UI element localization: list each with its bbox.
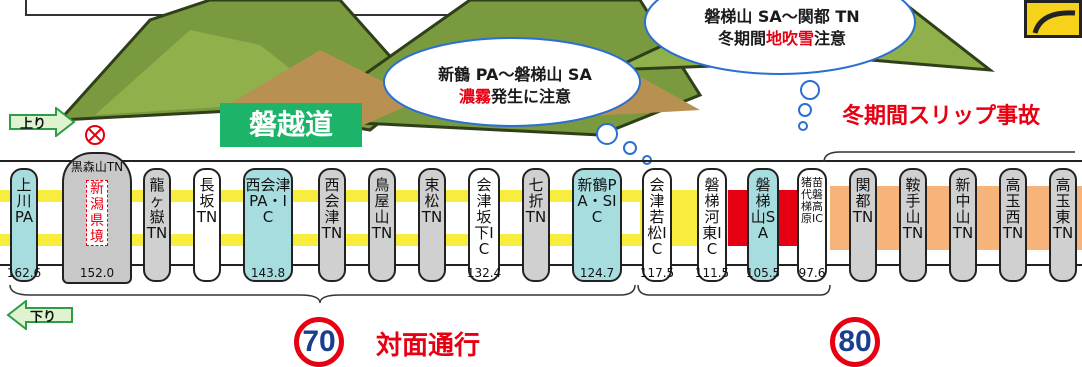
snow-text-2: 雪 <box>798 29 815 48</box>
station-19: 高玉東TN <box>1049 168 1077 282</box>
station-15: 関都TN <box>849 168 877 282</box>
bubble-2-rest: 注意 <box>814 29 847 48</box>
station-label-16: 鞍手山TN <box>902 176 924 242</box>
station-label-5: 西会津TN <box>321 176 343 242</box>
station-12: 磐梯河東IC <box>697 168 727 282</box>
station-18: 高玉西TN <box>999 168 1027 282</box>
station-8: 会津坂下IC <box>468 168 500 282</box>
speed-limit-80: 80 <box>830 317 880 367</box>
curve-sign <box>1024 0 1082 38</box>
kilopost-0: 162.6 <box>6 266 42 280</box>
kilopost-8: 132.4 <box>466 266 502 280</box>
head-to-head-label: 対面通行 <box>376 331 481 361</box>
bubble-1-rest: 発生に注意 <box>491 87 572 106</box>
station-label-1: 黒森山TN <box>70 160 124 174</box>
station-label-15: 関都TN <box>852 176 874 226</box>
up-direction-label: 上り <box>20 117 47 132</box>
station-5: 西会津TN <box>318 168 346 282</box>
bubbles <box>383 0 916 165</box>
station-label-4: 西会津PA・IC <box>245 176 291 226</box>
station-label-18: 高玉西TN <box>1002 176 1024 242</box>
station-13: 磐梯山SA <box>747 168 779 282</box>
section-braces <box>9 284 831 304</box>
down-direction-label: 下り <box>30 310 57 325</box>
station-17: 新中山TN <box>949 168 977 282</box>
station-9: 七折TN <box>522 168 550 282</box>
station-3: 長坂TN <box>193 168 221 282</box>
bubble-2: 磐梯山 SA～関都 TN 冬期間地吹雪注意 <box>672 6 892 50</box>
fog-text: 濃霧 <box>458 87 491 106</box>
station-10: 新鶴PA・SIC <box>572 168 622 282</box>
station-label-11: 会津若松IC <box>647 176 667 258</box>
station-label-17: 新中山TN <box>952 176 974 242</box>
station-label-8: 会津坂下IC <box>474 176 494 258</box>
station-label-3: 長坂TN <box>196 176 218 226</box>
station-16: 鞍手山TN <box>899 168 927 282</box>
kilopost-12: 111.5 <box>694 266 730 280</box>
station-4: 西会津PA・IC <box>243 168 293 282</box>
bubble-2-line2: 冬期間地吹雪注意 <box>672 28 892 50</box>
station-6: 鳥屋山TN <box>368 168 396 282</box>
station-0: 上川PA <box>10 168 38 282</box>
up-arrow-icon <box>9 107 76 137</box>
bubble-1: 新鶴 PA～磐梯山 SA 濃霧発生に注意 <box>400 64 630 108</box>
speed-limit-70: 70 <box>294 317 344 367</box>
station-label-7: 束松TN <box>421 176 443 226</box>
slip-warning: 冬期間スリップ事故 <box>842 104 1041 129</box>
station-label-0: 上川PA <box>14 176 34 226</box>
kilopost-4: 143.8 <box>250 266 286 280</box>
station-7: 束松TN <box>418 168 446 282</box>
bubble-2-line1: 磐梯山 SA～関都 TN <box>704 7 860 26</box>
prefecture-border-label: 新潟県境 <box>86 180 108 246</box>
station-label-10: 新鶴PA・SIC <box>577 176 617 226</box>
station-14: 猪苗代磐梯高原IC <box>797 168 827 282</box>
station-label-6: 鳥屋山TN <box>371 176 393 242</box>
station-11: 会津若松IC <box>642 168 672 282</box>
kilopost-14: 97.6 <box>798 266 826 280</box>
station-label-2: 龍ヶ嶽TN <box>146 176 168 242</box>
snow-text-1: 地吹 <box>765 29 798 48</box>
kilopost-13: 105.5 <box>745 266 781 280</box>
station-1: 黒森山TN 新潟県境 <box>62 152 132 284</box>
station-label-19: 高玉東TN <box>1052 176 1074 242</box>
orange-brace <box>823 151 1075 163</box>
road-name: 磐越道 <box>220 103 362 147</box>
down-arrow-icon <box>6 300 73 330</box>
curve-sign-icon <box>1032 10 1076 34</box>
bubble-2-pre: 冬期間 <box>717 29 766 48</box>
station-label-9: 七折TN <box>525 176 547 226</box>
station-label-14: 猪苗代磐梯高原IC <box>801 176 823 225</box>
no-entry-icon <box>85 125 105 145</box>
station-label-12: 磐梯河東IC <box>702 176 722 258</box>
bubble-1-line1: 新鶴 PA～磐梯山 SA <box>438 65 592 84</box>
kilopost-1: 152.0 <box>79 266 115 280</box>
station-2: 龍ヶ嶽TN <box>143 168 171 282</box>
bubble-1-line2: 濃霧発生に注意 <box>400 86 630 108</box>
station-label-13: 磐梯山SA <box>750 176 776 242</box>
road-top-edge <box>0 160 1082 162</box>
kilopost-11: 117.5 <box>639 266 675 280</box>
kilopost-10: 124.7 <box>579 266 615 280</box>
